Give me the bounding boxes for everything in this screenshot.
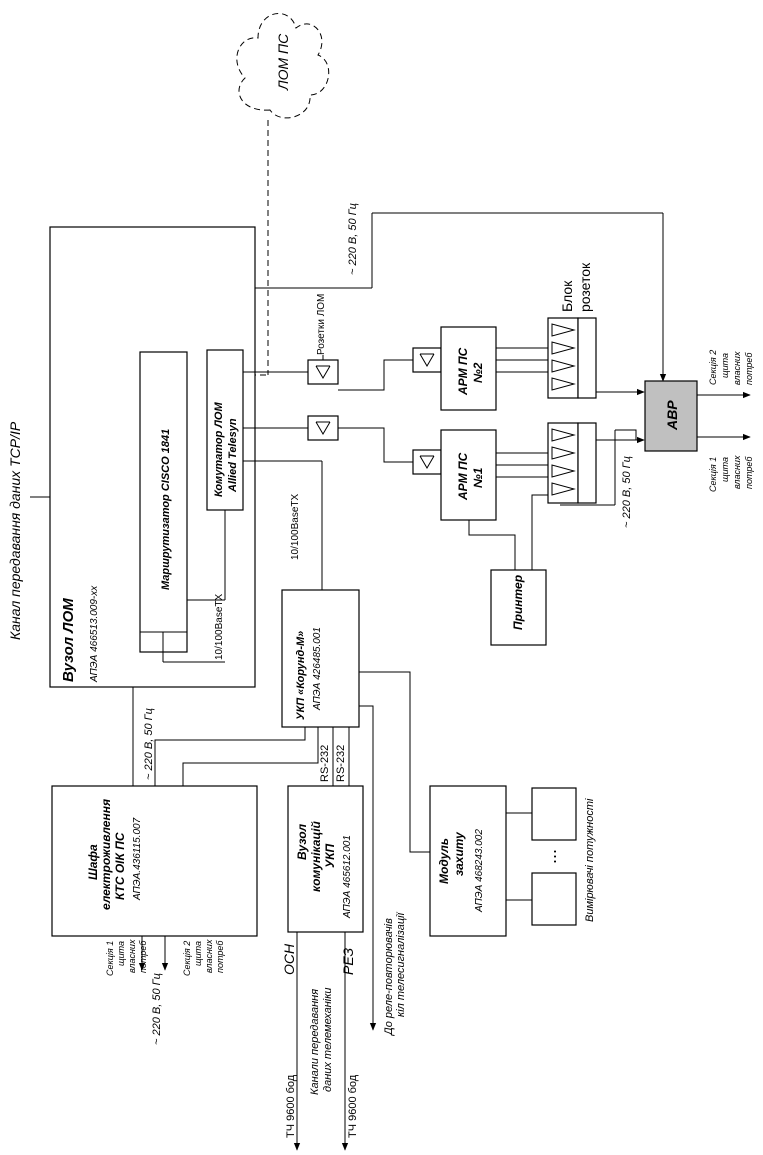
meter-box-2 xyxy=(531,872,577,926)
protection-box xyxy=(429,785,507,937)
sec2-right-3: власних xyxy=(732,351,742,385)
tm-channels-2: даних телемеханіки xyxy=(322,987,334,1092)
power-bottom-label: ~ 220 В, 50 Гц xyxy=(151,973,163,1045)
sec2-right-2: щита xyxy=(720,353,730,378)
power-mid-label: ~ 220 В, 50 Гц xyxy=(143,708,155,780)
cloud-label: ЛОМ ПС xyxy=(275,33,291,91)
tm-channels-1: Канали передавання xyxy=(309,989,321,1095)
lan-socket-2 xyxy=(307,359,339,385)
tch-label-1: ТЧ 9600 бод xyxy=(285,1074,297,1138)
meter-box-1 xyxy=(531,787,577,841)
lan-sockets-label: Розетки ЛОМ xyxy=(316,294,327,355)
protection-code: АПЭА 468243.002 xyxy=(474,829,485,913)
sec1-right-4: потреб xyxy=(744,456,754,489)
arm1-plug xyxy=(412,449,442,475)
printer-label: Принтер xyxy=(511,575,525,630)
arm2-label-1: АРМ ПС xyxy=(456,347,470,396)
protection-line1: Модуль xyxy=(437,838,451,884)
arm1-label-2: №1 xyxy=(471,467,485,488)
sec2-right-4: потреб xyxy=(744,352,754,385)
socket-block-1 xyxy=(547,422,597,504)
socket-block-2 xyxy=(547,317,597,399)
switch-box xyxy=(206,349,244,511)
block-sockets-label-1: Блок xyxy=(559,280,575,312)
switch-label-2: Allied Telesyn xyxy=(227,418,239,493)
arm1-box xyxy=(440,429,497,521)
comm-node-box xyxy=(287,785,364,933)
avr-label: АВР xyxy=(664,400,680,431)
arm2-plug xyxy=(412,347,442,373)
ukp-title: УКП «Корунд-М» xyxy=(295,631,307,720)
router-label: Маршрутизатор CISCO 1841 xyxy=(160,429,172,590)
comm-node-line1: Вузол xyxy=(295,823,309,860)
tch-label-2: ТЧ 9600 бод xyxy=(347,1074,359,1138)
sec1-bottom-4: потреб xyxy=(138,940,148,973)
sec1-bottom-3: власних xyxy=(127,939,137,973)
comm-node-code: АПЭА 465612.001 xyxy=(342,835,353,919)
sec2-right-1: Секція 2 xyxy=(708,350,718,385)
arm2-box xyxy=(440,326,497,411)
arm2-label-2: №2 xyxy=(471,362,485,383)
sec2-bottom-3: власних xyxy=(204,939,214,973)
cabinet-line2: електроживлення xyxy=(99,799,113,910)
comm-node-line2: комунікацій xyxy=(309,820,323,892)
block-sockets-label-2: розеток xyxy=(577,262,593,312)
ukp-box xyxy=(281,589,360,728)
cabinet-line3: КТС ОІК ПС xyxy=(113,832,127,900)
sec2-bottom-2: щита xyxy=(193,941,203,966)
cabinet-code: АПЭА.436115.007 xyxy=(132,817,143,901)
meters-dots: ... xyxy=(540,849,560,864)
meters-label: Вимірювачі потужності xyxy=(584,798,596,922)
relay-label-2: кіл телесигналізації xyxy=(395,911,407,1017)
sec1-right-1: Секція 1 xyxy=(708,457,718,492)
channel-label: Канал передавання даних TCP/IP xyxy=(7,421,23,640)
osn-label: ОСН xyxy=(281,943,297,975)
arm1-label-1: АРМ ПС xyxy=(456,452,470,501)
sec2-bottom-1: Секція 2 xyxy=(182,941,192,976)
rs232-b: RS-232 xyxy=(335,745,347,782)
node-lom-code: АПЭА 466513.009-хх xyxy=(89,585,100,683)
sec2-bottom-4: потреб xyxy=(215,940,225,973)
ukp-code: АПЭА 426485.001 xyxy=(312,627,323,711)
node-lom-title: Вузол ЛОМ xyxy=(60,598,77,682)
avr-box xyxy=(644,380,698,452)
port-label-1: 10/100BaseTX xyxy=(214,594,225,660)
lan-socket-1 xyxy=(307,415,339,441)
router-box xyxy=(139,351,188,653)
sec1-bottom-2: щита xyxy=(116,941,126,966)
cabinet-line1: Шафа xyxy=(86,844,100,880)
printer-box xyxy=(490,569,547,646)
sec1-right-3: власних xyxy=(732,455,742,489)
protection-line2: захиту xyxy=(452,831,466,876)
rs232-a: RS-232 xyxy=(319,745,331,782)
sec1-right-2: щита xyxy=(720,457,730,482)
rez-label: РЕЗ xyxy=(340,947,356,975)
sec1-bottom-1: Секція 1 xyxy=(105,941,115,976)
power-right-label: ~ 220 В, 50 Гц xyxy=(621,456,633,528)
power-top-label: ~ 220 В, 50 Гц xyxy=(347,203,359,275)
relay-label-1: До реле-повторювачів xyxy=(383,918,395,1037)
cabinet-box xyxy=(51,785,258,937)
switch-label-1: Комутатор ЛОМ xyxy=(213,402,225,497)
port-label-2: 10/100BaseTX xyxy=(290,494,301,560)
lan-cloud xyxy=(236,13,330,119)
comm-node-line3: УКП xyxy=(323,843,337,868)
